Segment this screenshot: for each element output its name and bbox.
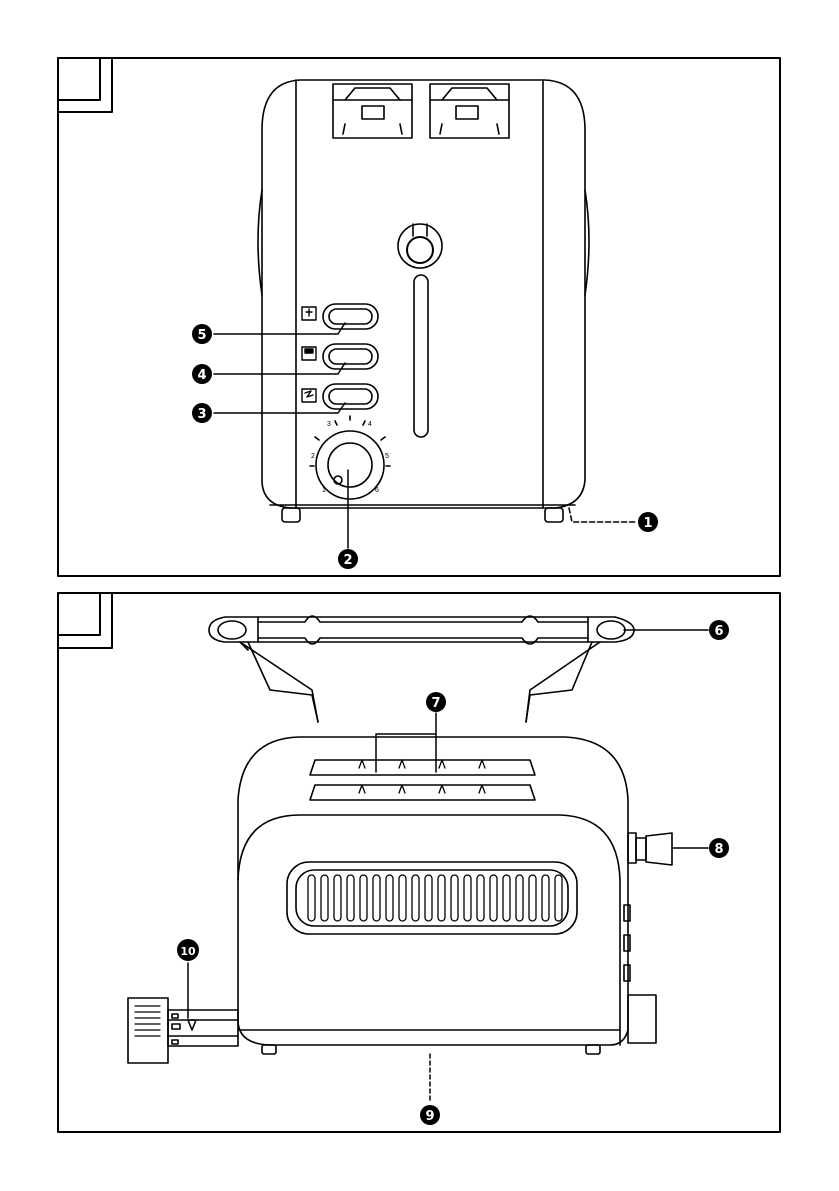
svg-text:4: 4 [197,368,206,383]
callout-2: 2 [338,549,358,569]
svg-text:2: 2 [343,553,352,568]
svg-text:1: 1 [643,516,652,531]
vent-slat [386,875,393,921]
reheat-icon [302,347,316,360]
vent-slat [516,875,523,921]
vent-slat [438,875,445,921]
callout-7: 7 [426,692,446,712]
vent-slat [477,875,484,921]
vent-slat [464,875,471,921]
svg-text:8: 8 [714,842,723,857]
svg-text:7: 7 [431,696,440,711]
vent-slat [321,875,328,921]
svg-text:10: 10 [180,945,196,958]
cancel-icon [302,389,316,402]
svg-text:3: 3 [197,407,206,422]
vent-slat [334,875,341,921]
toaster-front-view [258,80,589,522]
dial-scale-4: 4 [368,421,372,428]
callout-10: 10 [177,939,199,961]
svg-text:5: 5 [197,328,206,343]
callout-6: 6 [709,620,729,640]
vent-slat [360,875,367,921]
callout-8: 8 [709,838,729,858]
toaster-side-view [128,737,672,1063]
vent-slat [412,875,419,921]
vent-slat [529,875,536,921]
dial-scale-2: 2 [311,453,315,460]
bun-rack-folded-right [430,84,509,138]
vent-slat [425,875,432,921]
dial-scale-1: 1 [322,487,326,494]
callout-3: 3 [192,403,212,423]
svg-text:9: 9 [425,1109,434,1124]
callout-9: 9 [420,1105,440,1125]
vent-slat [451,875,458,921]
vent-slat [542,875,549,921]
vent-slats [308,875,562,921]
bun-warming-rack [209,616,634,722]
lever-handle [398,224,442,437]
vent-slat [555,875,562,921]
svg-text:6: 6 [714,624,723,639]
vent-slat [490,875,497,921]
vent-slat [308,875,315,921]
dial-scale-5: 5 [385,453,389,460]
vent-slat [373,875,380,921]
vent-slat [503,875,510,921]
callout-4: 4 [192,364,212,384]
figure-a-frame [58,58,780,576]
callout-1: 1 [638,512,658,532]
vent-slat [347,875,354,921]
dial-scale: 1 2 3 4 5 6 [311,421,389,494]
bun-rack-folded-left [333,84,412,138]
callouts: 1 2 3 4 5 6 7 8 [177,324,729,1125]
callout-5: 5 [192,324,212,344]
buttons-group [323,304,378,409]
vent-slat [399,875,406,921]
dial-scale-3: 3 [327,421,331,428]
defrost-icon [302,307,316,320]
dial-scale-6: 6 [375,487,379,494]
